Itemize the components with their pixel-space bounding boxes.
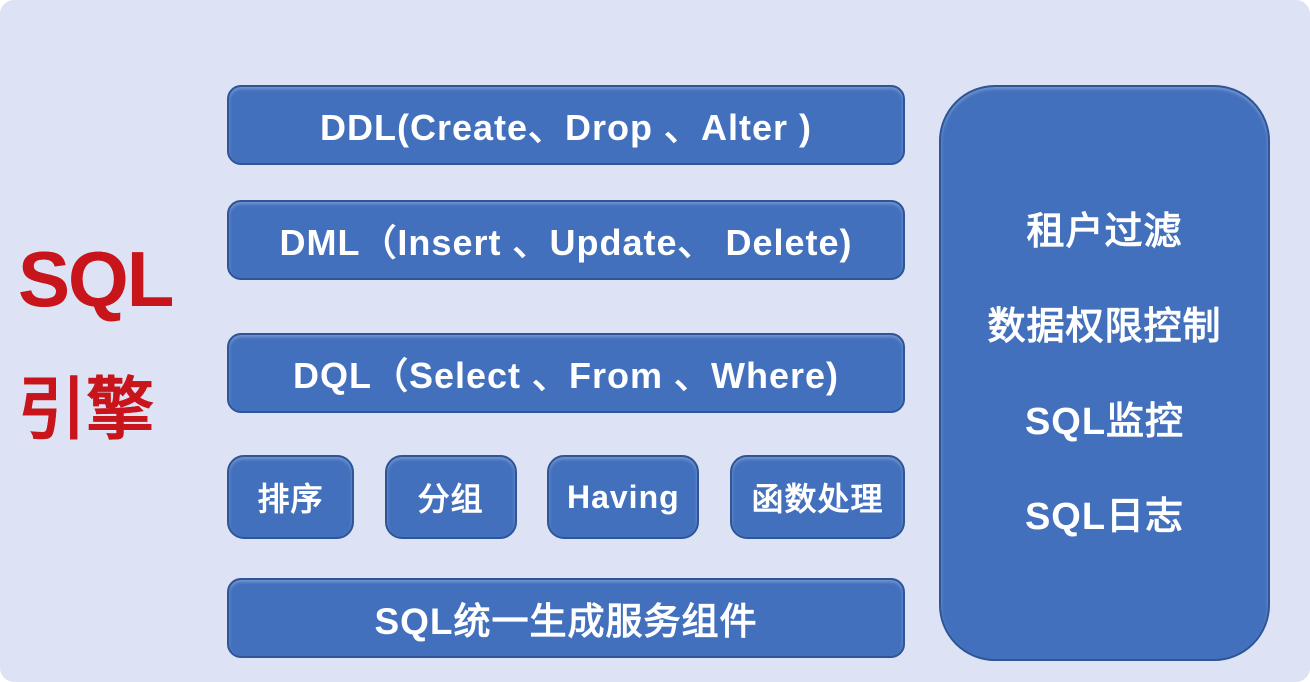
title-line-sql: SQL bbox=[18, 240, 218, 318]
panel-item-sql-monitoring: SQL监控 bbox=[1024, 401, 1185, 443]
sql-generation-service-box: SQL统一生成服务组件 bbox=[227, 578, 905, 658]
sql-engine-title: SQL 引擎 bbox=[18, 240, 218, 444]
dql-box: DQL（Select 、From 、Where) bbox=[227, 333, 905, 413]
dml-box: DML（Insert 、Update、 Delete) bbox=[227, 200, 905, 280]
clause-box-sort-label: 排序 bbox=[257, 481, 324, 517]
side-panel: 租户过滤 数据权限控制 SQL监控 SQL日志 bbox=[939, 85, 1270, 661]
clause-box-group-label: 分组 bbox=[417, 481, 484, 517]
panel-item-tenant-filter: 租户过滤 bbox=[1026, 211, 1183, 253]
panel-item-sql-log: SQL日志 bbox=[1024, 496, 1185, 538]
clause-box-sort: 排序 bbox=[227, 455, 354, 539]
ddl-box-label: DDL(Create、Drop 、Alter ) bbox=[319, 107, 813, 148]
dml-box-label: DML（Insert 、Update、 Delete) bbox=[279, 222, 853, 263]
sql-generation-service-label: SQL统一生成服务组件 bbox=[374, 601, 758, 642]
clause-row: 排序 分组 Having 函数处理 bbox=[227, 455, 905, 539]
ddl-box: DDL(Create、Drop 、Alter ) bbox=[227, 85, 905, 165]
clause-box-having: Having bbox=[547, 455, 700, 539]
clause-box-function-label: 函数处理 bbox=[751, 481, 884, 517]
clause-box-group: 分组 bbox=[384, 455, 517, 539]
clause-box-function: 函数处理 bbox=[729, 455, 905, 539]
clause-box-having-label: Having bbox=[566, 478, 680, 515]
dql-box-label: DQL（Select 、From 、Where) bbox=[292, 355, 840, 396]
panel-item-data-permission-control: 数据权限控制 bbox=[987, 306, 1222, 348]
title-line-engine: 引擎 bbox=[18, 376, 218, 444]
